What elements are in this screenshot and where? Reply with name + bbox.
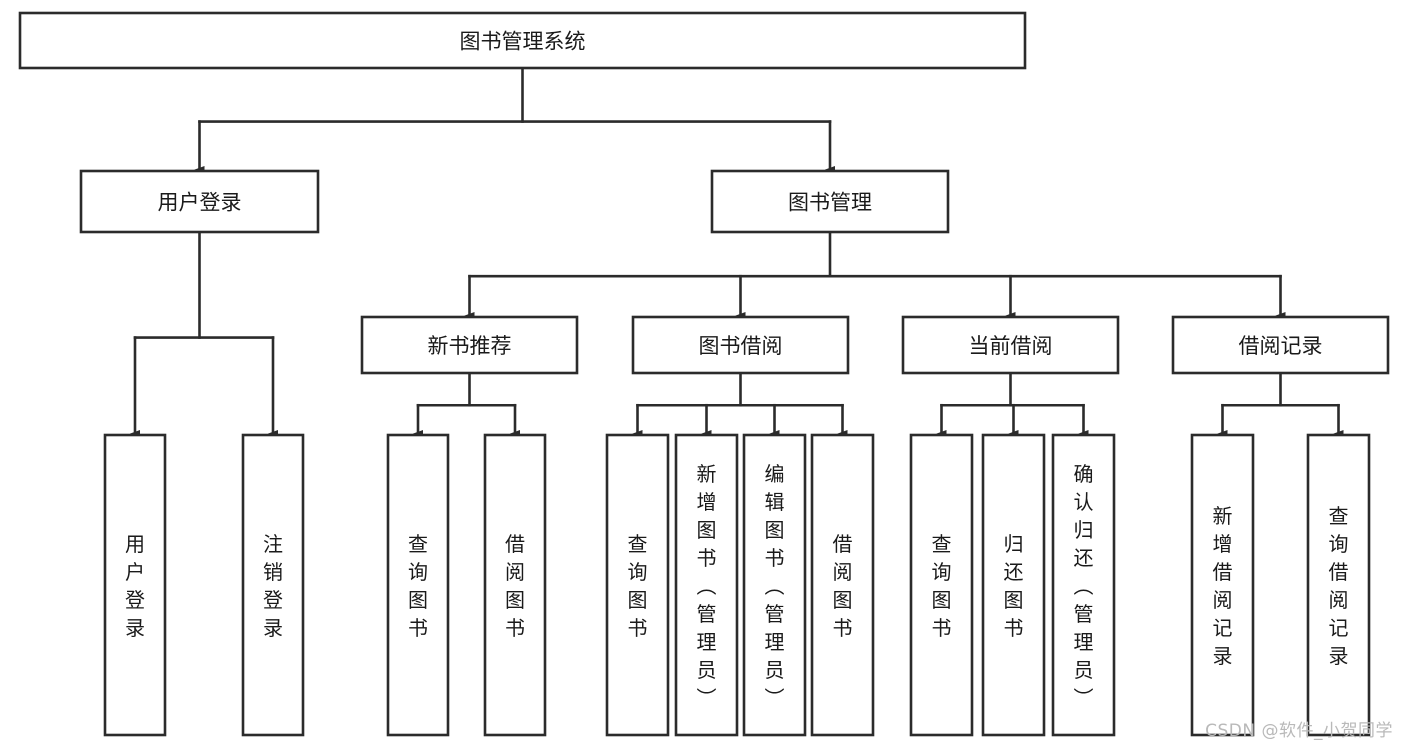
- node-l4-rec-query[interactable]: 查询借阅记录: [1306, 433, 1371, 737]
- node-l4-bo-add[interactable]: 新增图书︵管理员︶: [674, 433, 739, 737]
- node-label: 查询借阅记录: [1329, 504, 1349, 668]
- node-label: 图书管理系统: [460, 30, 586, 54]
- node-root[interactable]: 图书管理系统: [18, 11, 1027, 70]
- node-l4-bo-borrow[interactable]: 借阅图书: [810, 433, 875, 737]
- node-l3-record[interactable]: 借阅记录: [1171, 315, 1390, 375]
- node-box: [1171, 315, 1390, 375]
- node-box: [103, 433, 167, 737]
- node-box: [79, 169, 320, 234]
- node-box: [483, 433, 547, 737]
- node-l4-cur-query[interactable]: 查询图书: [909, 433, 974, 737]
- node-box: [360, 315, 579, 375]
- node-box: [901, 315, 1120, 375]
- node-l2-book[interactable]: 图书管理: [710, 169, 950, 234]
- node-label: 用户登录: [125, 532, 145, 640]
- node-l4-cur-confirm[interactable]: 确认归还︵管理员︶: [1051, 433, 1116, 737]
- connector-layer: [135, 66, 1339, 434]
- node-label: 新增借阅记录: [1213, 504, 1233, 668]
- node-box: [742, 433, 807, 737]
- node-l2-user[interactable]: 用户登录: [79, 169, 320, 234]
- node-label: 用户登录: [158, 191, 242, 215]
- node-box: [631, 315, 850, 375]
- node-label: 借阅图书: [505, 532, 525, 640]
- node-label: 图书借阅: [699, 334, 783, 358]
- node-label: 借阅图书: [833, 532, 853, 640]
- node-label: 新书推荐: [428, 334, 512, 358]
- node-box: [18, 11, 1027, 70]
- node-l4-bo-edit[interactable]: 编辑图书︵管理员︶: [742, 433, 807, 737]
- node-label: 当前借阅: [969, 334, 1053, 358]
- node-label: 查询图书: [628, 532, 648, 640]
- node-l4-new-query[interactable]: 查询图书: [386, 433, 450, 737]
- node-box: [386, 433, 450, 737]
- node-box: [981, 433, 1046, 737]
- node-l3-new[interactable]: 新书推荐: [360, 315, 579, 375]
- node-l3-current[interactable]: 当前借阅: [901, 315, 1120, 375]
- node-label: 查询图书: [408, 532, 428, 640]
- node-box: [605, 433, 670, 737]
- node-box: [710, 169, 950, 234]
- node-label: 借阅记录: [1239, 334, 1323, 358]
- node-l4-cur-return[interactable]: 归还图书: [981, 433, 1046, 737]
- node-l4-user-logout[interactable]: 注销登录: [241, 433, 305, 737]
- node-box: [1051, 433, 1116, 737]
- node-box: [810, 433, 875, 737]
- node-box: [1306, 433, 1371, 737]
- node-label: 图书管理: [788, 191, 872, 215]
- node-label: 编辑图书︵管理员︶: [765, 462, 785, 710]
- node-l4-bo-query[interactable]: 查询图书: [605, 433, 670, 737]
- node-l3-borrow[interactable]: 图书借阅: [631, 315, 850, 375]
- node-l4-user-login[interactable]: 用户登录: [103, 433, 167, 737]
- node-layer: 图书管理系统用户登录图书管理新书推荐图书借阅当前借阅借阅记录用户登录注销登录查询…: [18, 11, 1390, 737]
- node-box: [674, 433, 739, 737]
- node-l4-rec-add[interactable]: 新增借阅记录: [1190, 433, 1255, 737]
- node-label: 查询图书: [932, 532, 952, 640]
- node-label: 确认归还︵管理员︶: [1074, 462, 1094, 710]
- node-label: 归还图书: [1004, 532, 1024, 640]
- node-label: 注销登录: [263, 532, 283, 640]
- node-box: [241, 433, 305, 737]
- node-label: 新增图书︵管理员︶: [697, 462, 717, 710]
- node-box: [1190, 433, 1255, 737]
- node-l4-new-borrow[interactable]: 借阅图书: [483, 433, 547, 737]
- node-box: [909, 433, 974, 737]
